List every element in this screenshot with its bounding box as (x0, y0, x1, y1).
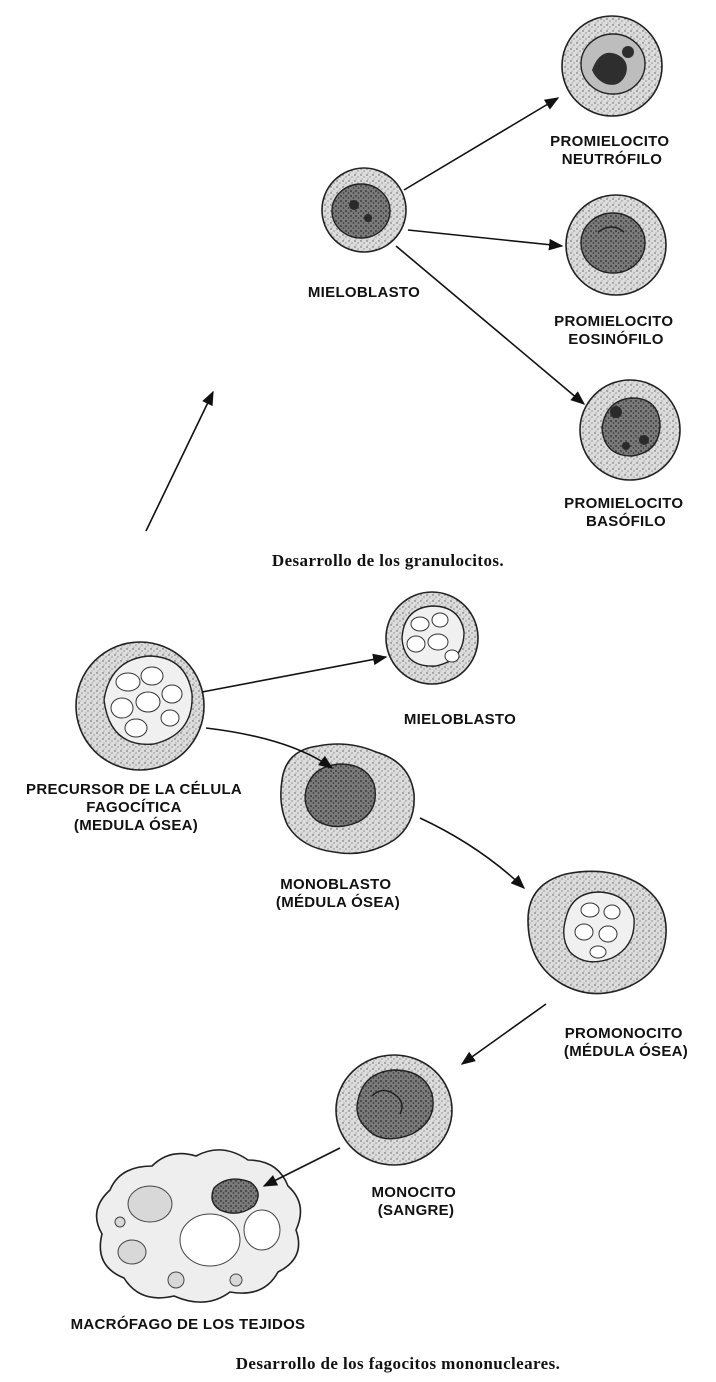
arrow-from-precursor (145, 390, 214, 532)
cell-precursor (75, 641, 205, 771)
arrow-to-neutrofilo (403, 97, 560, 191)
label-mieloblasto: MIELOBLASTO (308, 284, 420, 301)
caption-fagocitos: Desarrollo de los fagocitos mononucleare… (236, 1354, 561, 1373)
cell-promielocito-basofilo (579, 379, 681, 481)
arrow-to-monocito (460, 1003, 547, 1065)
cell-promielocito-neutrofilo (561, 15, 663, 117)
arrow-to-macrofago (262, 1147, 341, 1187)
arrow-to-promonocito (419, 817, 526, 889)
label-promielocito-basofilo: PROMIELOCITO BASÓFILO (564, 495, 688, 530)
arrow-to-eosinofilo (407, 229, 564, 251)
cell-macrofago (95, 1149, 302, 1303)
label-monocito: MONOCITO (SANGRE) (371, 1184, 460, 1219)
cell-promonocito (527, 870, 667, 995)
arrow-to-basofilo (395, 245, 586, 405)
granulocyte-diagram: MIELOBLASTO PROMIELOCITO NEUTRÓFILO PROM… (145, 15, 688, 570)
arrow-to-monoblasto (205, 727, 334, 769)
label-promonocito: PROMONOCITO (MÉDULA ÓSEA) (564, 1025, 688, 1060)
label-macrofago: MACRÓFAGO DE LOS TEJIDOS (71, 1315, 306, 1333)
label-mieloblasto-2: MIELOBLASTO (404, 711, 516, 728)
cell-monocito (335, 1054, 453, 1166)
caption-granulocitos: Desarrollo de los granulocitos. (272, 551, 504, 570)
cell-promielocito-eosinofilo (565, 194, 667, 296)
label-promielocito-eosinofilo: PROMIELOCITO EOSINÓFILO (554, 313, 678, 348)
cell-monoblasto (280, 743, 415, 855)
cell-mieloblasto (321, 167, 407, 253)
mononuclear-diagram: PRECURSOR DE LA CÉLULA FAGOCÍTICA (MEDUL… (26, 591, 688, 1373)
arrow-to-mieloblasto-2 (201, 653, 388, 693)
label-monoblasto: MONOBLASTO (MÉDULA ÓSEA) (276, 876, 400, 911)
label-promielocito-neutrofilo: PROMIELOCITO NEUTRÓFILO (550, 133, 674, 168)
cell-mieloblasto-2 (385, 591, 479, 685)
label-precursor: PRECURSOR DE LA CÉLULA FAGOCÍTICA (MEDUL… (26, 781, 246, 834)
